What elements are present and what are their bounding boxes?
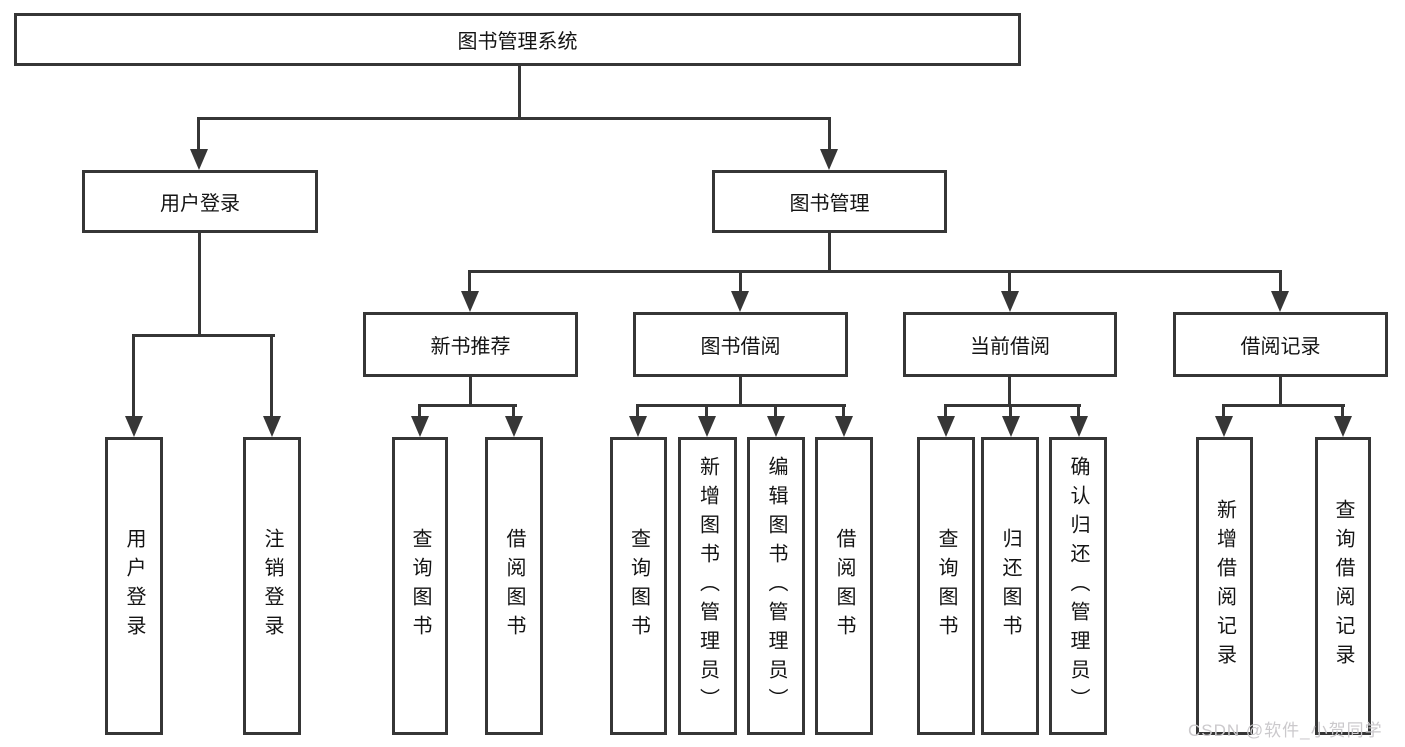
leaf-query-books: 查询图书 xyxy=(392,437,448,735)
connector-line xyxy=(518,66,521,119)
connector-line xyxy=(774,404,777,419)
leaf-borrow-books: 借阅图书 xyxy=(485,437,543,735)
node-label: 图书管理 xyxy=(789,193,870,215)
node-borrowing-records: 借阅记录 xyxy=(1173,312,1388,377)
connector-line xyxy=(739,270,742,294)
arrow-down-icon xyxy=(1334,416,1352,437)
node-label: 借阅图书 xyxy=(833,528,855,644)
connector-line xyxy=(1077,404,1080,419)
node-new-book-recommend: 新书推荐 xyxy=(363,312,578,377)
node-label: 图书管理系统 xyxy=(457,31,578,53)
connector-line xyxy=(468,270,1282,273)
arrow-down-icon xyxy=(125,416,143,437)
node-user-login: 用户登录 xyxy=(82,170,318,233)
node-label: 查询图书 xyxy=(627,528,650,644)
arrow-down-icon xyxy=(1070,416,1088,437)
connector-line xyxy=(1222,404,1225,419)
connector-line xyxy=(828,233,831,273)
connector-line xyxy=(944,404,947,419)
arrow-down-icon xyxy=(1215,416,1233,437)
node-label: 用户登录 xyxy=(123,528,145,644)
connector-line xyxy=(469,377,472,407)
node-label: 用户登录 xyxy=(160,193,240,215)
connector-line xyxy=(418,404,517,407)
leaf-confirm-return-admin: 确认归还（管理员） xyxy=(1049,437,1107,735)
connector-line xyxy=(132,334,275,337)
arrow-down-icon xyxy=(190,149,208,170)
csdn-watermark: CSDN @软件_小贺同学 xyxy=(1188,721,1383,740)
connector-line xyxy=(1222,404,1345,407)
connector-line xyxy=(705,404,708,419)
arrow-down-icon xyxy=(835,416,853,437)
connector-line xyxy=(944,404,1081,407)
node-current-borrowing: 当前借阅 xyxy=(903,312,1117,377)
arrow-down-icon xyxy=(698,416,716,437)
arrow-down-icon xyxy=(263,416,281,437)
node-label: 新增借阅记录 xyxy=(1213,499,1236,673)
arrow-down-icon xyxy=(411,416,429,437)
node-label: 归还图书 xyxy=(999,528,1021,644)
connector-line xyxy=(739,377,742,407)
arrow-down-icon xyxy=(629,416,647,437)
node-label: 新书推荐 xyxy=(430,336,511,358)
arrow-down-icon xyxy=(1271,291,1289,312)
leaf-user-login: 用户登录 xyxy=(105,437,163,735)
leaf-logout: 注销登录 xyxy=(243,437,301,735)
leaf-add-borrow-record: 新增借阅记录 xyxy=(1196,437,1253,735)
connector-line xyxy=(512,404,515,419)
connector-line xyxy=(1008,270,1011,294)
leaf-query-borrow-record: 查询借阅记录 xyxy=(1315,437,1371,735)
node-label: 确认归还（管理员） xyxy=(1067,455,1089,717)
arrow-down-icon xyxy=(820,149,838,170)
node-label: 新增图书（管理员） xyxy=(696,455,719,717)
node-label: 图书借阅 xyxy=(700,336,781,358)
node-label: 借阅记录 xyxy=(1240,336,1321,358)
connector-line xyxy=(468,270,471,294)
connector-line xyxy=(636,404,846,407)
arrow-down-icon xyxy=(1002,416,1020,437)
node-root-system: 图书管理系统 xyxy=(14,13,1021,66)
node-label: 查询图书 xyxy=(409,528,431,644)
connector-line xyxy=(1279,270,1282,294)
leaf-return-books: 归还图书 xyxy=(981,437,1039,735)
connector-line xyxy=(1279,377,1282,407)
connector-line xyxy=(198,233,201,337)
node-label: 查询图书 xyxy=(935,528,957,644)
node-label: 查询借阅记录 xyxy=(1332,499,1354,673)
connector-line xyxy=(1341,404,1344,419)
connector-line xyxy=(197,117,200,151)
node-label: 当前借阅 xyxy=(970,336,1050,358)
leaf-query-books: 查询图书 xyxy=(917,437,975,735)
node-label: 注销登录 xyxy=(261,528,283,644)
connector-line xyxy=(1008,377,1011,407)
node-label: 借阅图书 xyxy=(503,528,525,644)
arrow-down-icon xyxy=(461,291,479,312)
connector-line xyxy=(197,117,831,120)
node-book-management: 图书管理 xyxy=(712,170,947,233)
connector-line xyxy=(828,117,831,151)
arrow-down-icon xyxy=(937,416,955,437)
arrow-down-icon xyxy=(1001,291,1019,312)
leaf-add-books-admin: 新增图书（管理员） xyxy=(678,437,737,735)
leaf-edit-books-admin: 编辑图书（管理员） xyxy=(747,437,805,735)
connector-line xyxy=(132,334,135,419)
connector-line xyxy=(842,404,845,419)
node-book-borrowing: 图书借阅 xyxy=(633,312,848,377)
leaf-borrow-books: 借阅图书 xyxy=(815,437,873,735)
arrow-down-icon xyxy=(731,291,749,312)
connector-line xyxy=(270,334,273,419)
node-label: 编辑图书（管理员） xyxy=(765,455,787,717)
connector-line xyxy=(636,404,639,419)
connector-line xyxy=(1009,404,1012,419)
leaf-query-books: 查询图书 xyxy=(610,437,667,735)
arrow-down-icon xyxy=(505,416,523,437)
connector-line xyxy=(418,404,421,419)
arrow-down-icon xyxy=(767,416,785,437)
